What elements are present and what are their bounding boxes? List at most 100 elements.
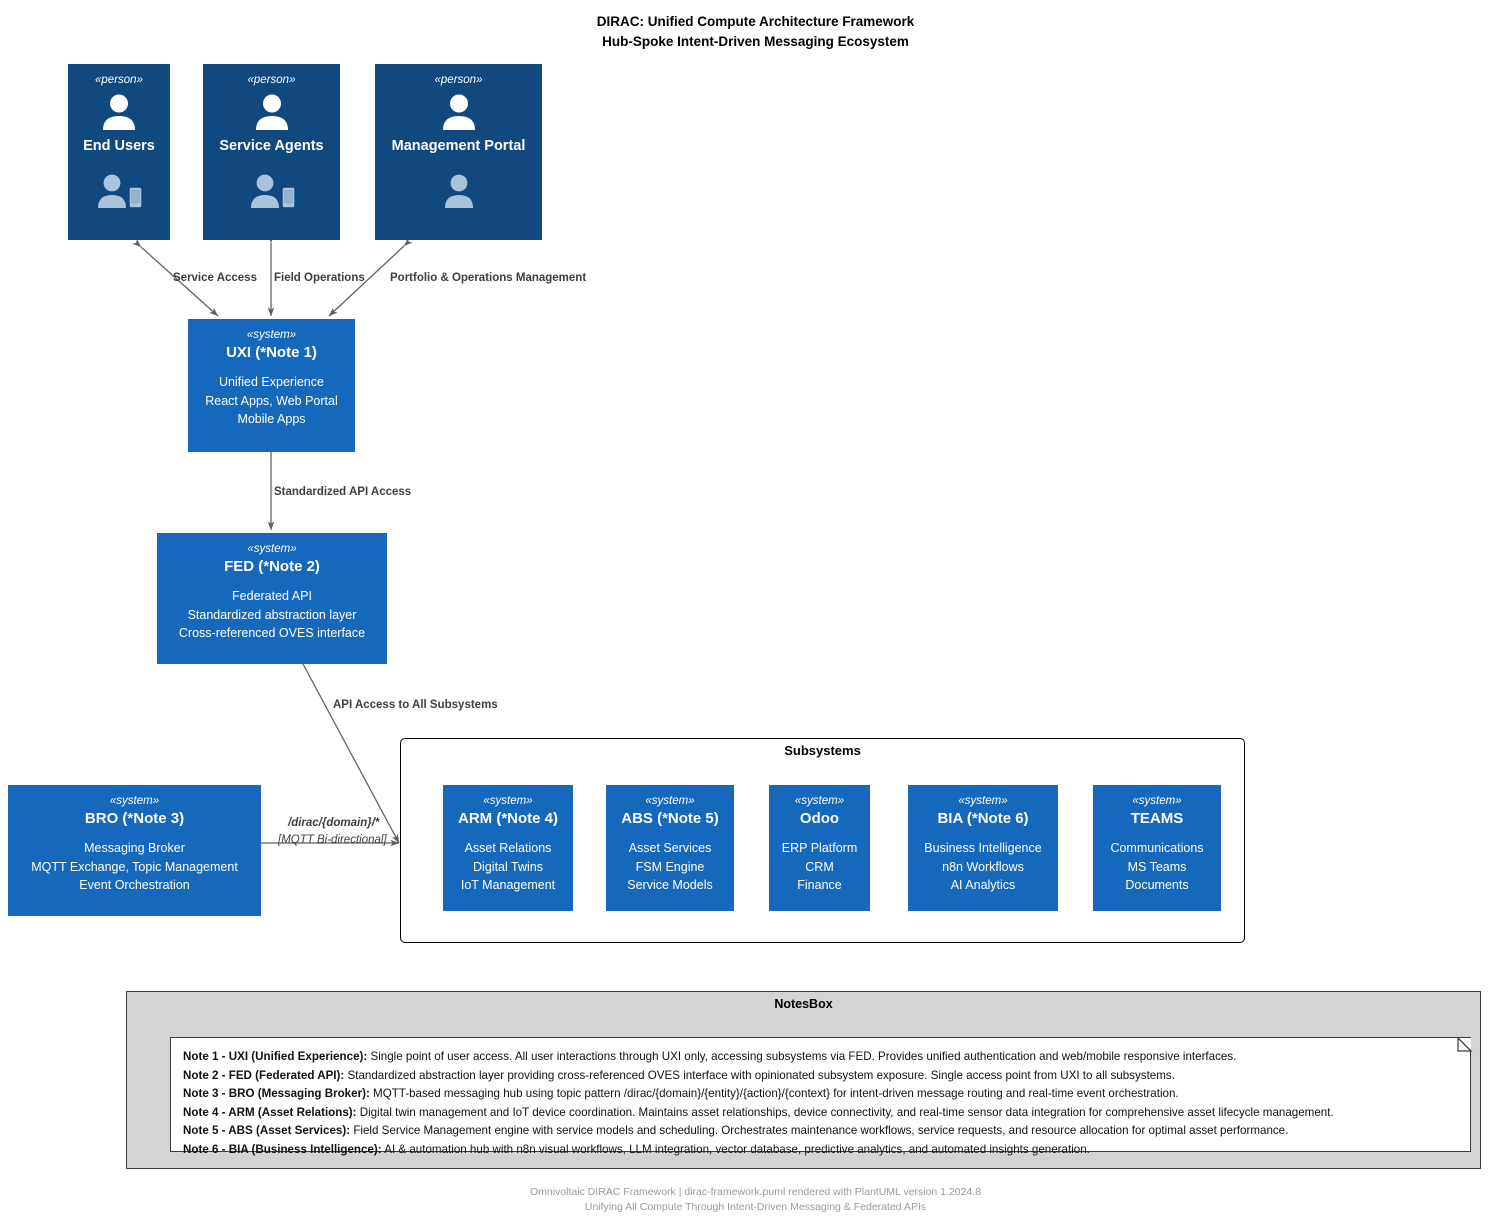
system-name: UXI (*Note 1): [226, 344, 317, 361]
note-line: Note 3 - BRO (Messaging Broker): MQTT-ba…: [183, 1085, 1458, 1104]
note-label: Note 1 - UXI (Unified Experience):: [183, 1050, 368, 1063]
note-text: Standardized abstraction layer providing…: [344, 1068, 1175, 1082]
system-desc-line: FSM Engine: [635, 859, 705, 874]
actor-label: Service Agents: [219, 138, 324, 154]
note-fold-outline: [1457, 1036, 1473, 1052]
system-desc-line: n8n Workflows: [942, 859, 1024, 874]
system-stereotype: «system»: [246, 329, 297, 341]
actor-stereotype: «person»: [247, 74, 296, 86]
system-name: ABS (*Note 5): [621, 810, 719, 827]
actor-stereotype: «person»: [434, 74, 483, 86]
note-text: AI & automation hub with n8n visual work…: [381, 1142, 1090, 1156]
diagram-title: DIRAC: Unified Compute Architecture Fram…: [0, 12, 1511, 52]
note-line: Note 5 - ABS (Asset Services): Field Ser…: [183, 1122, 1458, 1141]
diagram-title-line1: DIRAC: Unified Compute Architecture Fram…: [596, 14, 915, 29]
edge-label-api-access-all-subsystems: API Access to All Subsystems: [333, 699, 498, 711]
footer-line1: Omnivoltaic DIRAC Framework | dirac-fram…: [529, 1186, 982, 1198]
system-description: Messaging Broker MQTT Exchange, Topic Ma…: [31, 839, 238, 895]
edge-label-field-operations: Field Operations: [274, 272, 365, 284]
system-stereotype: «system»: [958, 795, 1008, 807]
system-desc-line: Federated API: [232, 589, 312, 603]
system-description: Unified Experience React Apps, Web Porta…: [205, 373, 337, 429]
system-desc-line: Unified Experience: [219, 375, 324, 389]
edge-label-portfolio-operations: Portfolio & Operations Management: [390, 272, 587, 284]
note-label: Note 4 - ARM (Asset Relations):: [183, 1105, 357, 1119]
actor-label: Management Portal: [391, 138, 526, 154]
system-stereotype: «system»: [645, 795, 695, 807]
system-desc-line: Asset Services: [628, 841, 712, 855]
system-stereotype: «system»: [109, 795, 160, 807]
system-desc-line: MQTT Exchange, Topic Management: [31, 859, 238, 874]
note-text: MQTT-based messaging hub using topic pat…: [369, 1087, 1179, 1101]
system-name: ARM (*Note 4): [458, 810, 558, 827]
actor-management-portal[interactable]: «person» Management Portal: [375, 64, 542, 240]
user-icon-secondary: [438, 172, 480, 217]
system-desc-line: ERP Platform: [781, 841, 858, 855]
system-name: BIA (*Note 6): [937, 810, 1029, 827]
system-desc-line: Standardized abstraction layer: [187, 607, 357, 622]
system-description: Communications MS Teams Documents: [1110, 839, 1203, 895]
diagram-title-line2: Hub-Spoke Intent-Driven Messaging Ecosys…: [602, 34, 909, 49]
system-desc-line: CRM: [805, 859, 834, 874]
system-description: ERP Platform CRM Finance: [782, 839, 858, 895]
system-desc-line: React Apps, Web Portal: [205, 393, 338, 408]
actor-service-agents[interactable]: «person» Service Agents: [203, 64, 340, 240]
system-desc-line: Documents: [1125, 878, 1189, 892]
footer-line2: Unifying All Compute Through Intent-Driv…: [584, 1201, 927, 1213]
system-desc-line: Cross-referenced OVES interface: [178, 626, 366, 640]
system-description: Asset Services FSM Engine Service Models: [627, 839, 712, 895]
system-uxi[interactable]: «system» UXI (*Note 1) Unified Experienc…: [188, 319, 355, 452]
system-desc-line: Digital Twins: [473, 859, 543, 874]
subsystems-title: Subsystems: [784, 743, 861, 758]
system-stereotype: «system»: [1132, 795, 1182, 807]
system-name: BRO (*Note 3): [84, 810, 185, 827]
system-description: Federated API Standardized abstraction l…: [179, 587, 365, 643]
subsystems-container: [400, 738, 1245, 943]
note-label: Note 5 - ABS (Asset Services):: [183, 1124, 351, 1138]
system-desc-line: Finance: [797, 878, 842, 892]
system-abs[interactable]: «system» ABS (*Note 5) Asset Services FS…: [606, 785, 734, 911]
system-desc-line: Asset Relations: [464, 841, 552, 855]
note-line: Note 2 - FED (Federated API): Standardiz…: [183, 1067, 1458, 1086]
note-text: Digital twin management and IoT device c…: [356, 1105, 1334, 1119]
system-arm[interactable]: «system» ARM (*Note 4) Asset Relations D…: [443, 785, 573, 911]
note-label: Note 2 - FED (Federated API):: [183, 1068, 345, 1082]
system-name: Odoo: [799, 810, 840, 827]
system-desc-line: MS Teams: [1127, 859, 1187, 874]
user-mobile-icon: [244, 172, 300, 217]
system-name: TEAMS: [1130, 810, 1184, 827]
edge-label-mqtt-bidirectional: [MQTT Bi-directional]: [278, 834, 387, 846]
system-description: Asset Relations Digital Twins IoT Manage…: [461, 839, 555, 895]
note-line: Note 6 - BIA (Business Intelligence): AI…: [183, 1141, 1458, 1160]
system-desc-line: Service Models: [627, 878, 713, 892]
system-desc-line: IoT Management: [460, 878, 556, 892]
actor-end-users[interactable]: «person» End Users: [68, 64, 170, 240]
system-desc-line: Communications: [1110, 841, 1204, 855]
system-stereotype: «system»: [247, 543, 297, 555]
person-icon: [249, 90, 295, 136]
note-line: Note 4 - ARM (Asset Relations): Digital …: [183, 1104, 1458, 1123]
system-stereotype: «system»: [483, 795, 533, 807]
system-teams[interactable]: «system» TEAMS Communications MS Teams D…: [1093, 785, 1221, 911]
system-bia[interactable]: «system» BIA (*Note 6) Business Intellig…: [908, 785, 1058, 911]
system-desc-line: Mobile Apps: [237, 412, 306, 426]
system-bro[interactable]: «system» BRO (*Note 3) Messaging Broker …: [8, 785, 261, 916]
edge-label-mqtt-topic-pattern: /dirac/{domain}/*: [288, 817, 380, 829]
person-icon: [436, 90, 482, 136]
system-stereotype: «system»: [794, 795, 845, 807]
system-fed[interactable]: «system» FED (*Note 2) Federated API Sta…: [157, 533, 387, 664]
note-label: Note 3 - BRO (Messaging Broker):: [183, 1087, 370, 1101]
note-text: Field Service Management engine with ser…: [350, 1124, 1289, 1138]
system-description: Business Intelligence n8n Workflows AI A…: [924, 839, 1041, 895]
footer: Omnivoltaic DIRAC Framework | dirac-fram…: [0, 1185, 1511, 1215]
note-line: Note 1 - UXI (Unified Experience): Singl…: [183, 1048, 1458, 1067]
system-desc-line: Messaging Broker: [84, 841, 185, 855]
actor-stereotype: «person»: [95, 74, 143, 86]
edge-label-service-access: Service Access: [173, 272, 257, 284]
system-odoo[interactable]: «system» Odoo ERP Platform CRM Finance: [769, 785, 870, 911]
system-name: FED (*Note 2): [224, 558, 320, 575]
edge-label-standardized-api-access: Standardized API Access: [274, 486, 412, 498]
user-mobile-icon: [91, 172, 147, 217]
system-desc-line: Business Intelligence: [924, 841, 1042, 855]
